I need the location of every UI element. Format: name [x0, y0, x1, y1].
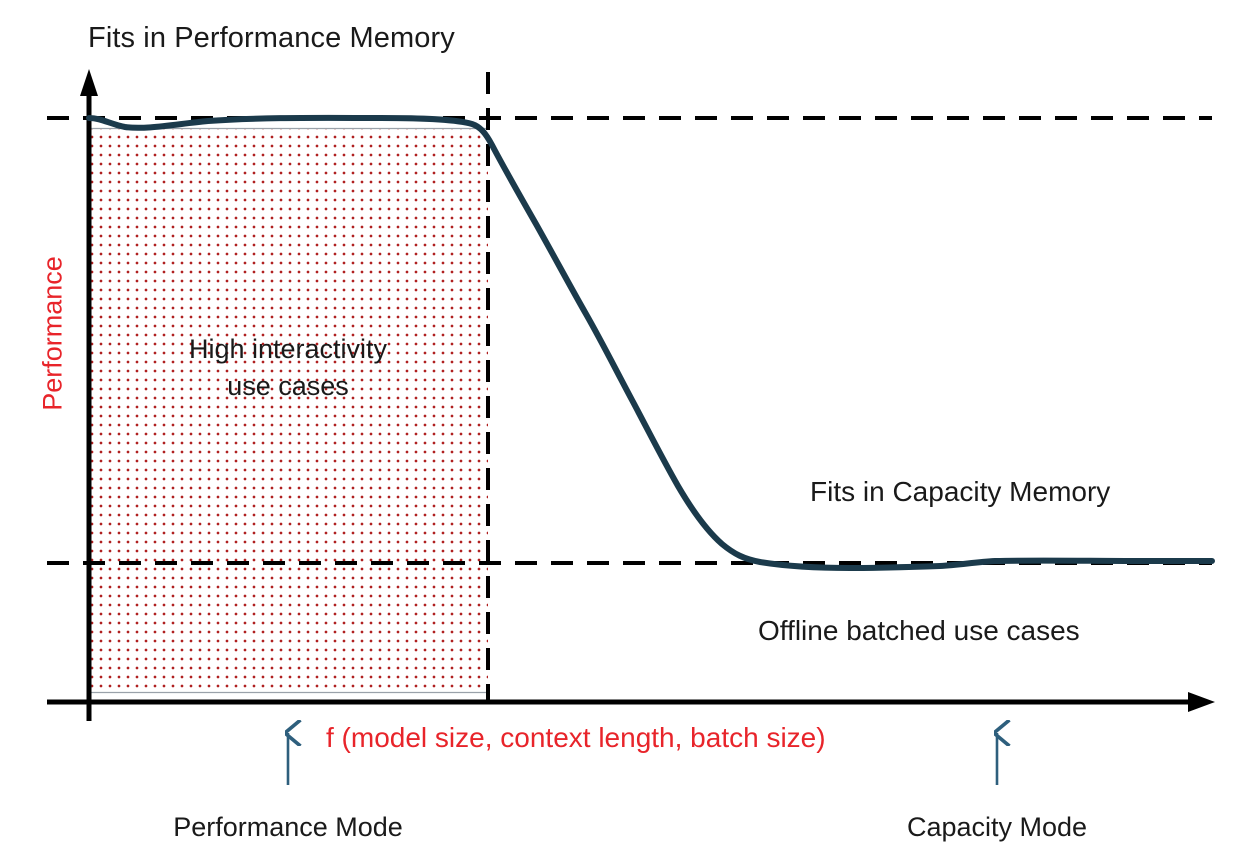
high-interactivity-region: [89, 128, 488, 693]
performance-mode-label: Performance Mode: [173, 812, 403, 842]
chart-title: Fits in Performance Memory: [88, 22, 455, 54]
y-axis-arrowhead: [80, 69, 98, 96]
region-label-line-2: use cases: [227, 371, 349, 401]
capacity-memory-label: Fits in Capacity Memory: [810, 476, 1111, 507]
x-axis-arrowhead: [1188, 692, 1215, 712]
capacity-mode-label: Capacity Mode: [906, 812, 1088, 842]
performance-curve: [86, 114, 1215, 571]
y-axis-label: Performance: [37, 256, 68, 411]
x-axis-label: f (model size, context length, batch siz…: [326, 722, 826, 753]
offline-batched-label: Offline batched use cases: [758, 615, 1080, 646]
region-label-line-1: High interactivity: [188, 334, 388, 364]
